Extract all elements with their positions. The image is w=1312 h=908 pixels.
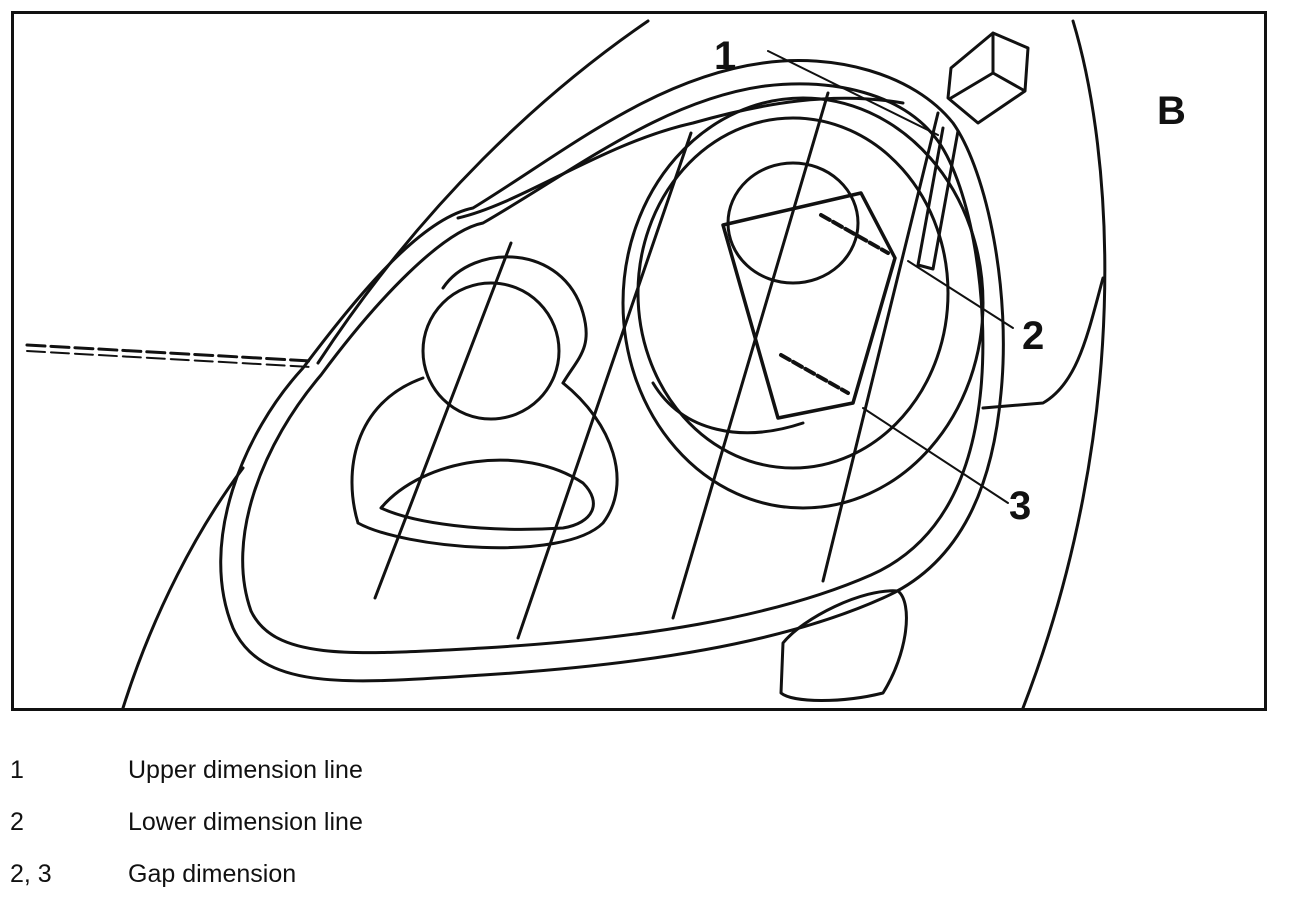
- gauge-block: [721, 191, 897, 420]
- callout-2: 2: [1022, 314, 1045, 358]
- legend-key: 2: [10, 808, 24, 836]
- headlamp-drawing: [25, 19, 1107, 708]
- wing-edge: [981, 276, 1105, 410]
- callout-3: 3: [1009, 484, 1032, 528]
- legend-item: 2, 3 Gap dimension: [10, 856, 710, 908]
- callout-1-leader: [767, 50, 939, 136]
- callout-3-leader: [862, 407, 1009, 504]
- legend-text: Upper dimension line: [128, 756, 363, 784]
- legend-item: 1 Upper dimension line: [10, 752, 710, 804]
- headlamp-housing-outer: [219, 59, 1005, 683]
- main-lamp-lower-ring: [651, 381, 805, 435]
- legend: 1 Upper dimension line 2 Lower dimension…: [10, 752, 710, 908]
- legend-key: 2, 3: [10, 860, 52, 888]
- fender-line-2: [26, 350, 312, 368]
- lens-ridge: [456, 96, 905, 220]
- fender-line: [25, 343, 313, 363]
- body-contour-top: [316, 19, 650, 365]
- headlamp-housing-inner: [241, 82, 985, 655]
- small-lamp-inner: [421, 281, 561, 421]
- small-lamp-lower-lens: [379, 458, 595, 531]
- legend-item: 2 Lower dimension line: [10, 804, 710, 856]
- gauge-handle: [946, 31, 1030, 125]
- callout-1: 1: [714, 34, 737, 78]
- legend-text: Lower dimension line: [128, 808, 363, 836]
- main-lamp-rim: [621, 96, 985, 510]
- main-lamp-outer: [636, 116, 950, 470]
- callout-2-leader: [907, 260, 1014, 329]
- small-lamp-ring: [441, 255, 588, 385]
- legend-text: Gap dimension: [128, 860, 297, 888]
- dimension-arrow-3: [779, 353, 850, 395]
- small-lamp-bowl: [350, 376, 619, 550]
- body-contour-left: [121, 466, 245, 708]
- body-contour-right: [1021, 19, 1107, 708]
- gauge-rod: [916, 126, 960, 271]
- view-label: B: [1157, 89, 1186, 133]
- bumper-intake: [779, 589, 908, 702]
- dimension-arrow-2: [819, 213, 890, 255]
- lens-stripe-4: [821, 111, 940, 583]
- legend-key: 1: [10, 756, 24, 784]
- lens-stripe-3: [671, 91, 830, 620]
- lens-stripe-2: [516, 131, 693, 640]
- headlamp-figure: B 1 2 3: [11, 11, 1267, 711]
- lens-stripe-1: [373, 241, 513, 600]
